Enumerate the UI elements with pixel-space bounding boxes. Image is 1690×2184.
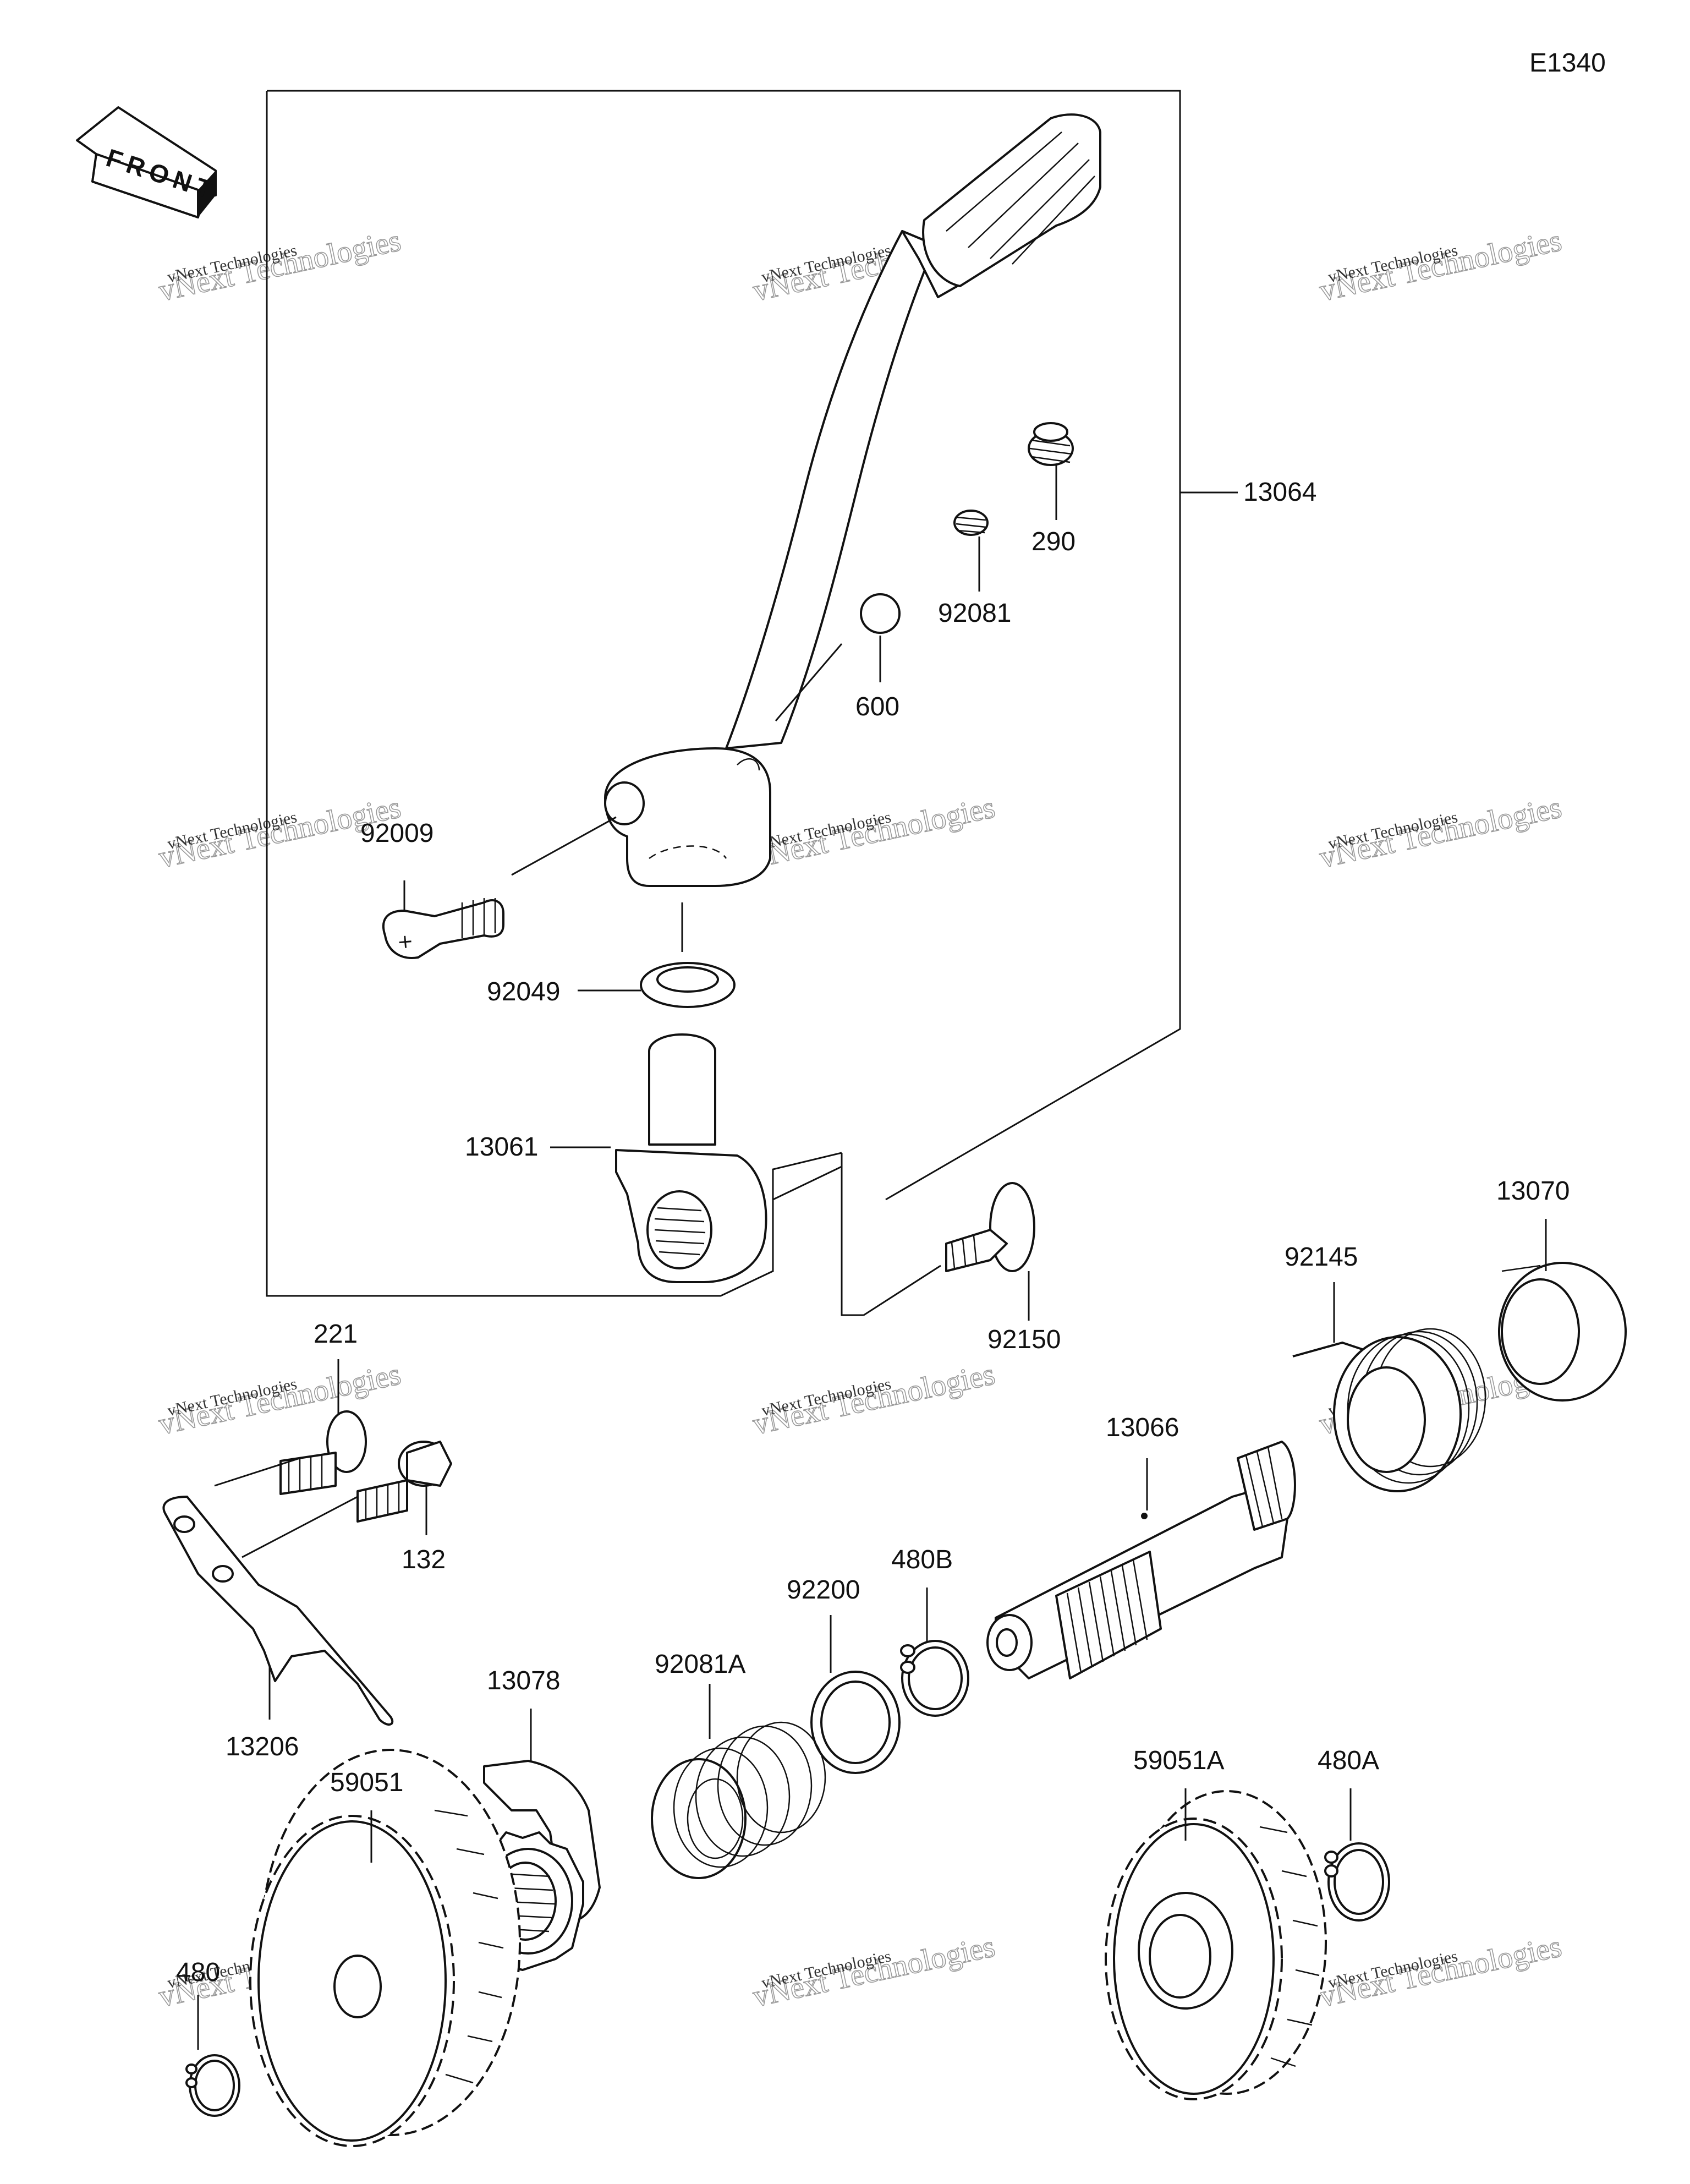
callout-92145: 92145: [1285, 1242, 1358, 1272]
callout-92049: 92049: [487, 977, 560, 1006]
assembly-boundary: [266, 90, 1181, 1316]
ball-600: [860, 593, 901, 634]
kick-boss-13061: [615, 1033, 767, 1283]
spring-92081: [953, 510, 989, 536]
callout-59051: 59051: [330, 1768, 403, 1797]
callout-480B: 480B: [891, 1545, 953, 1574]
bolt-92150: [945, 1182, 1035, 1272]
circlip-480A: [1324, 1842, 1390, 1922]
callout-13206: 13206: [226, 1732, 299, 1761]
callout-480A: 480A: [1318, 1746, 1379, 1775]
callout-13070: 13070: [1496, 1176, 1570, 1206]
kick-shaft-13066: [986, 1441, 1296, 1679]
kick-pedal-arm: [604, 113, 1101, 887]
callout-480: 480: [176, 1958, 220, 1987]
callout-92009: 92009: [360, 819, 434, 848]
flange-bolt-132: [356, 1441, 452, 1523]
callout-13064: 13064: [1243, 478, 1316, 507]
callout-92081: 92081: [938, 599, 1011, 628]
diagram-code: E1340: [1529, 48, 1606, 78]
callout-13061: 13061: [465, 1132, 538, 1162]
washer-92200: [810, 1671, 901, 1774]
callout-92200: 92200: [787, 1575, 860, 1605]
kick-gear-59051: [249, 1749, 521, 2147]
callout-92081A: 92081A: [655, 1650, 746, 1679]
callout-59051A: 59051A: [1133, 1746, 1225, 1775]
torsion-spring-92145: [1292, 1328, 1486, 1492]
callout-132: 132: [402, 1545, 446, 1574]
set-screw-290: [1028, 422, 1074, 466]
front-arrow-icon: FRONT: [76, 106, 221, 218]
callout-13078: 13078: [487, 1666, 560, 1695]
gear-59051A: [1105, 1790, 1327, 2100]
callout-13066: 13066: [1106, 1413, 1179, 1442]
stopper-13206: [162, 1496, 394, 1726]
callout-92150: 92150: [987, 1325, 1061, 1354]
circlip-480B: [900, 1640, 969, 1717]
callout-290: 290: [1031, 527, 1076, 556]
callout-600: 600: [855, 692, 899, 721]
spring-92081A: [651, 1721, 826, 1879]
guide-ring-13070: [1498, 1262, 1627, 1402]
washer-92049: [640, 962, 736, 1008]
bolt-221: [279, 1410, 367, 1495]
circlip-480: [185, 2054, 240, 2117]
bolt-92009: ✕: [382, 898, 504, 959]
callout-221: 221: [314, 1320, 358, 1349]
